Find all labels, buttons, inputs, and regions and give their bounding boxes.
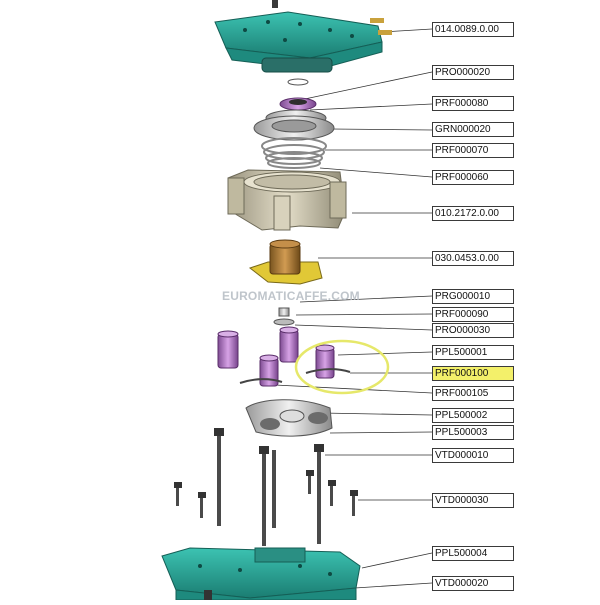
label-prf000090: PRF000090 bbox=[432, 307, 514, 322]
highlight-circle bbox=[294, 339, 390, 395]
bottom-teal-plate bbox=[161, 547, 361, 601]
label-pro000030: PRO000030 bbox=[432, 323, 514, 338]
label-vtd000010: VTD000010 bbox=[432, 448, 514, 463]
purple-pins bbox=[217, 326, 351, 387]
long-screws bbox=[214, 428, 324, 546]
label-010-2172-0-00: 010.2172.0.00 bbox=[432, 206, 514, 221]
label-ppl500001: PPL500001 bbox=[432, 345, 514, 360]
leader-lines bbox=[274, 28, 433, 589]
top-teal-block bbox=[214, 0, 392, 73]
label-prf000100: PRF000100 bbox=[432, 366, 514, 381]
brass-nozzle bbox=[248, 239, 323, 285]
short-screws bbox=[174, 470, 358, 518]
label-vtd000030: VTD000030 bbox=[432, 493, 514, 508]
label-014-0089-0-00: 014.0089.0.00 bbox=[432, 22, 514, 37]
group-body-beige bbox=[227, 169, 347, 231]
silver-bracket bbox=[245, 399, 333, 437]
label-ppl500004: PPL500004 bbox=[432, 546, 514, 561]
label-grn000020: GRN000020 bbox=[432, 122, 514, 137]
label-030-0453-0-00: 030.0453.0.00 bbox=[432, 251, 514, 266]
label-prf000080: PRF000080 bbox=[432, 96, 514, 111]
label-ppl500003: PPL500003 bbox=[432, 425, 514, 440]
label-pro000020: PRO000020 bbox=[432, 65, 514, 80]
seal-stack bbox=[253, 78, 335, 169]
label-prg000010: PRG000010 bbox=[432, 289, 514, 304]
watermark: EUROMATICAFFE.COM bbox=[222, 289, 360, 303]
label-prf000105: PRF000105 bbox=[432, 386, 514, 401]
label-vtd000020: VTD000020 bbox=[432, 576, 514, 591]
label-prf000070: PRF000070 bbox=[432, 143, 514, 158]
label-ppl500002: PPL500002 bbox=[432, 408, 514, 423]
label-prf000060: PRF000060 bbox=[432, 170, 514, 185]
small-parts bbox=[273, 307, 295, 326]
